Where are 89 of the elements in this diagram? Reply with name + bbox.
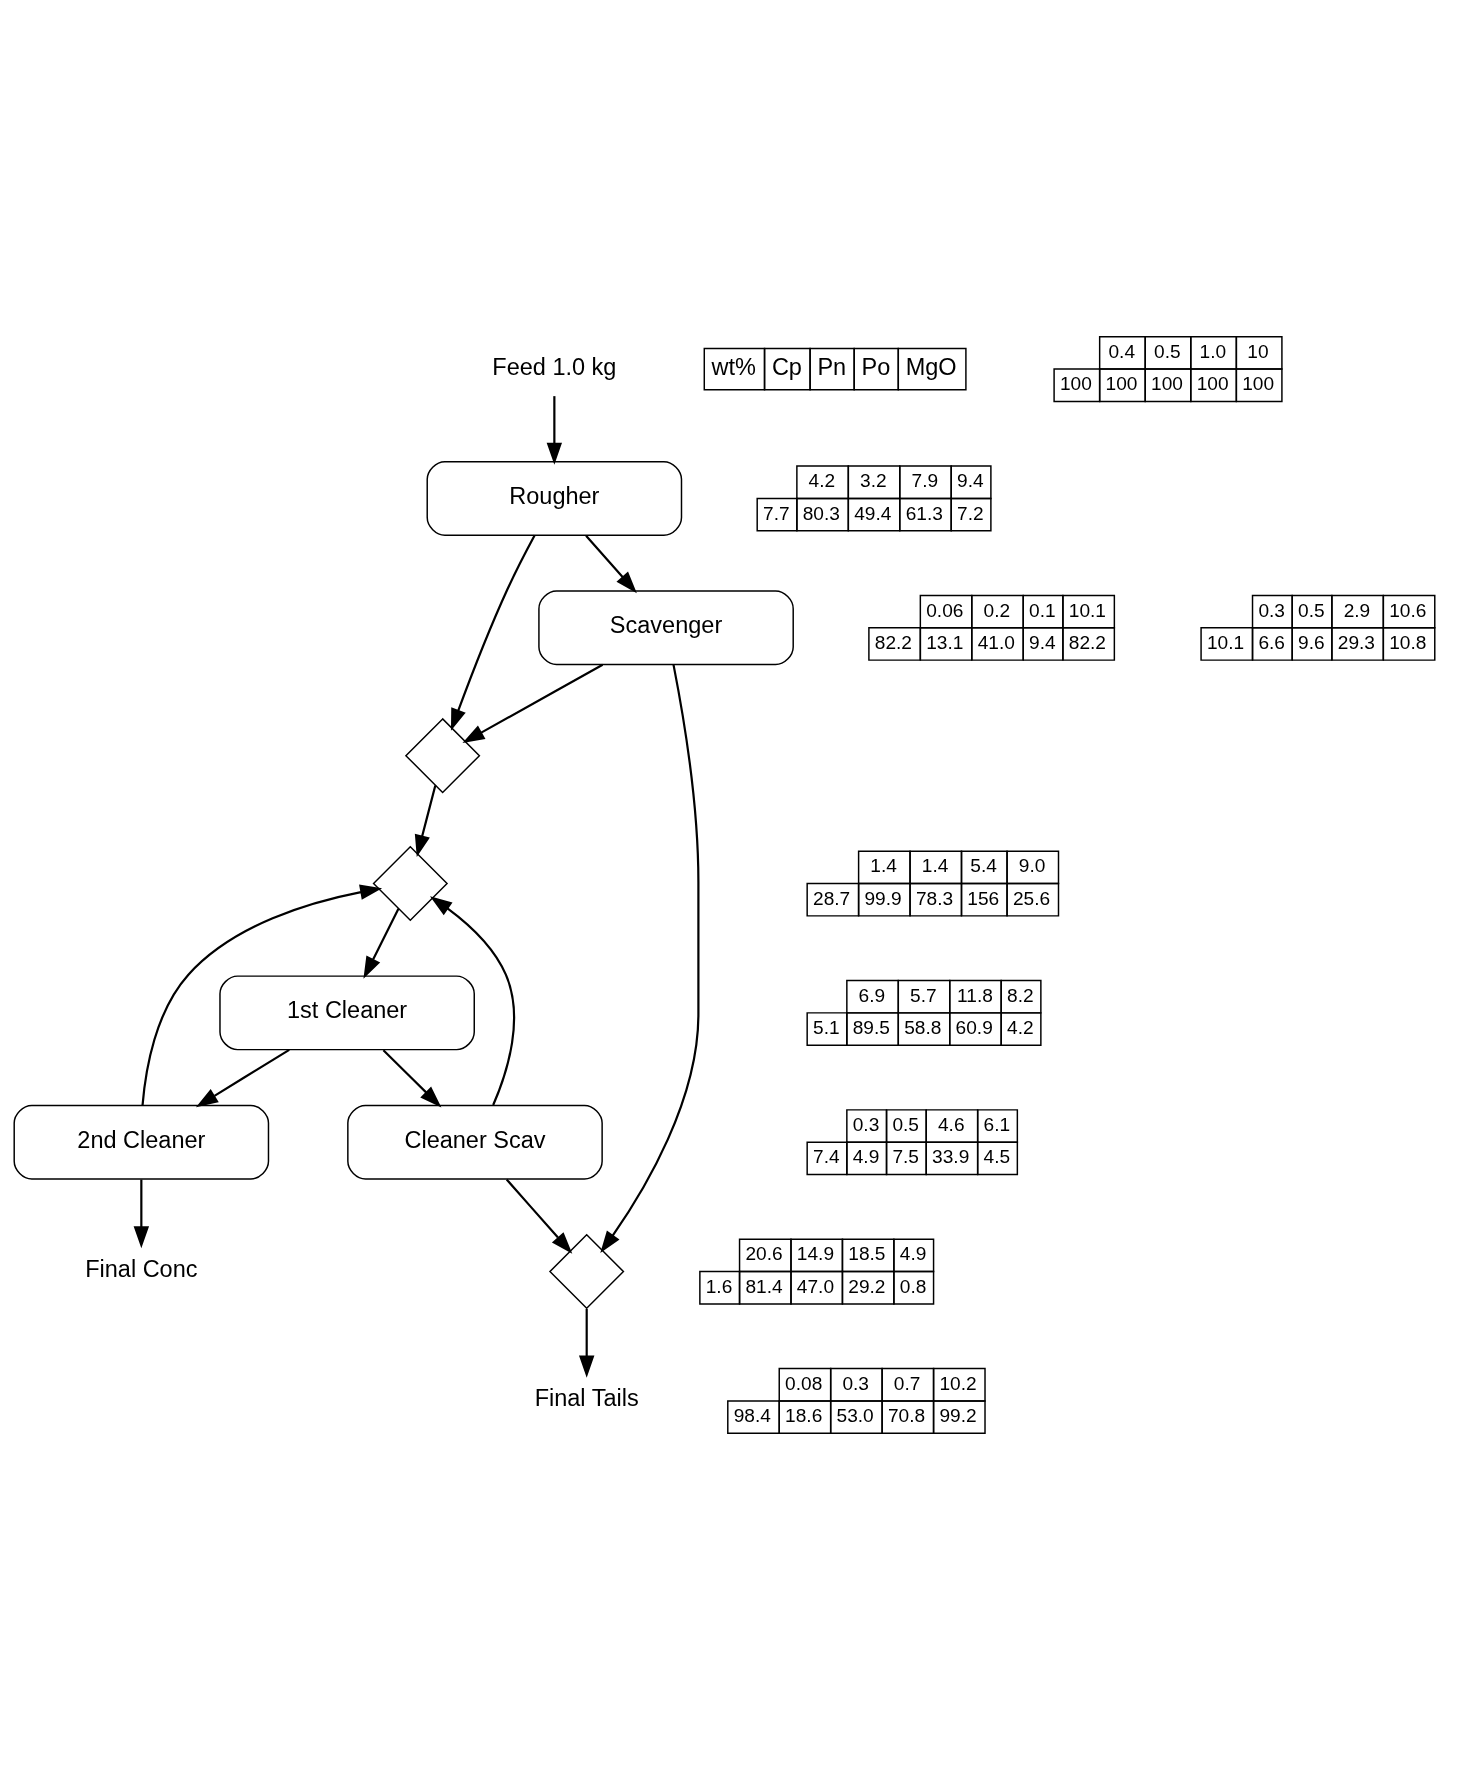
label: 1.4 xyxy=(921,855,949,877)
label: 10.6 xyxy=(1389,599,1427,621)
label: 9.6 xyxy=(1298,631,1325,653)
label: 0.5 xyxy=(1154,340,1181,362)
label: 98.4 xyxy=(733,1405,771,1427)
label: 33.9 xyxy=(932,1146,970,1168)
label: 0.08 xyxy=(785,1372,823,1394)
label: 0.1 xyxy=(1029,599,1056,621)
label: Po xyxy=(861,353,891,380)
label: 6.6 xyxy=(1258,631,1285,653)
label: 13.1 xyxy=(926,631,964,653)
label: 1.6 xyxy=(705,1275,733,1297)
label: 18.6 xyxy=(785,1405,823,1427)
label: 5.1 xyxy=(813,1017,840,1039)
label: Cp xyxy=(771,353,802,380)
label: 6.1 xyxy=(983,1114,1011,1136)
label: 10.1 xyxy=(1206,631,1245,653)
label: 14.9 xyxy=(796,1243,835,1265)
label: 29.3 xyxy=(1337,631,1375,653)
label: 99.2 xyxy=(939,1405,977,1427)
label: 100 xyxy=(1059,373,1092,395)
label: 0.3 xyxy=(852,1114,880,1136)
label: 49.4 xyxy=(854,502,892,524)
label: 28.7 xyxy=(813,887,851,909)
label: 4.5 xyxy=(983,1146,1011,1168)
label: 60.9 xyxy=(955,1017,993,1039)
label: 6.9 xyxy=(858,984,886,1006)
label: 0.5 xyxy=(892,1114,919,1136)
label: 7.5 xyxy=(892,1146,919,1168)
node-text: Final Conc xyxy=(85,1256,198,1283)
label: 5.4 xyxy=(970,855,997,877)
label: 156 xyxy=(967,887,1000,909)
node-text: Final Tails xyxy=(534,1385,639,1412)
label: 82.2 xyxy=(874,631,912,653)
label: 10.1 xyxy=(1068,599,1106,621)
label: 7.4 xyxy=(813,1146,840,1168)
label: 5.7 xyxy=(910,984,937,1006)
node-text: Feed 1.0 kg xyxy=(492,353,617,380)
label: 3.2 xyxy=(860,470,887,492)
label: 10 xyxy=(1247,340,1269,362)
label: 4.6 xyxy=(937,1114,965,1136)
label: 29.2 xyxy=(848,1275,886,1297)
label: 10.8 xyxy=(1389,631,1427,653)
label: 70.8 xyxy=(888,1405,926,1427)
label: 9.4 xyxy=(1029,631,1056,653)
label: 0.5 xyxy=(1298,599,1325,621)
label: 7.9 xyxy=(911,470,939,492)
label: 4.2 xyxy=(808,470,836,492)
label: 1.4 xyxy=(870,855,897,877)
label: 61.3 xyxy=(905,502,943,524)
label: 9.0 xyxy=(1018,855,1046,877)
label: 89.5 xyxy=(852,1017,890,1039)
label: 0.8 xyxy=(899,1275,927,1297)
label: 9.4 xyxy=(957,470,984,492)
label: 7.2 xyxy=(957,502,984,524)
label: 18.5 xyxy=(848,1243,886,1265)
label: 58.8 xyxy=(904,1017,942,1039)
label: 0.2 xyxy=(983,599,1011,621)
label: 1.0 xyxy=(1199,340,1227,362)
label: Pn xyxy=(817,353,847,380)
label: MgO xyxy=(905,353,957,380)
label: 0.06 xyxy=(926,599,964,621)
label: 8.2 xyxy=(1007,984,1034,1006)
label: 80.3 xyxy=(802,502,840,524)
label: 82.2 xyxy=(1068,631,1106,653)
label: 4.9 xyxy=(852,1146,880,1168)
label: 4.9 xyxy=(899,1243,927,1265)
label: 47.0 xyxy=(796,1275,835,1297)
label: 0.3 xyxy=(842,1372,869,1394)
label: 78.3 xyxy=(915,887,954,909)
label: 0.3 xyxy=(1258,599,1285,621)
label: 0.7 xyxy=(893,1372,921,1394)
label: wt% xyxy=(711,353,757,380)
label: 100 xyxy=(1196,373,1229,395)
label: 25.6 xyxy=(1012,887,1051,909)
label: 4.2 xyxy=(1007,1017,1034,1039)
label: 20.6 xyxy=(745,1243,783,1265)
label: 0.4 xyxy=(1108,340,1136,362)
label: 81.4 xyxy=(745,1275,783,1297)
label: 41.0 xyxy=(977,631,1015,653)
label: 99.9 xyxy=(864,887,902,909)
label: 7.7 xyxy=(763,502,790,524)
label: 100 xyxy=(1105,373,1138,395)
label: 2.9 xyxy=(1343,599,1371,621)
label: 10.2 xyxy=(939,1372,977,1394)
label: 100 xyxy=(1151,373,1183,395)
label: 100 xyxy=(1242,373,1275,395)
label: 11.8 xyxy=(957,984,993,1006)
label: 53.0 xyxy=(836,1405,874,1427)
